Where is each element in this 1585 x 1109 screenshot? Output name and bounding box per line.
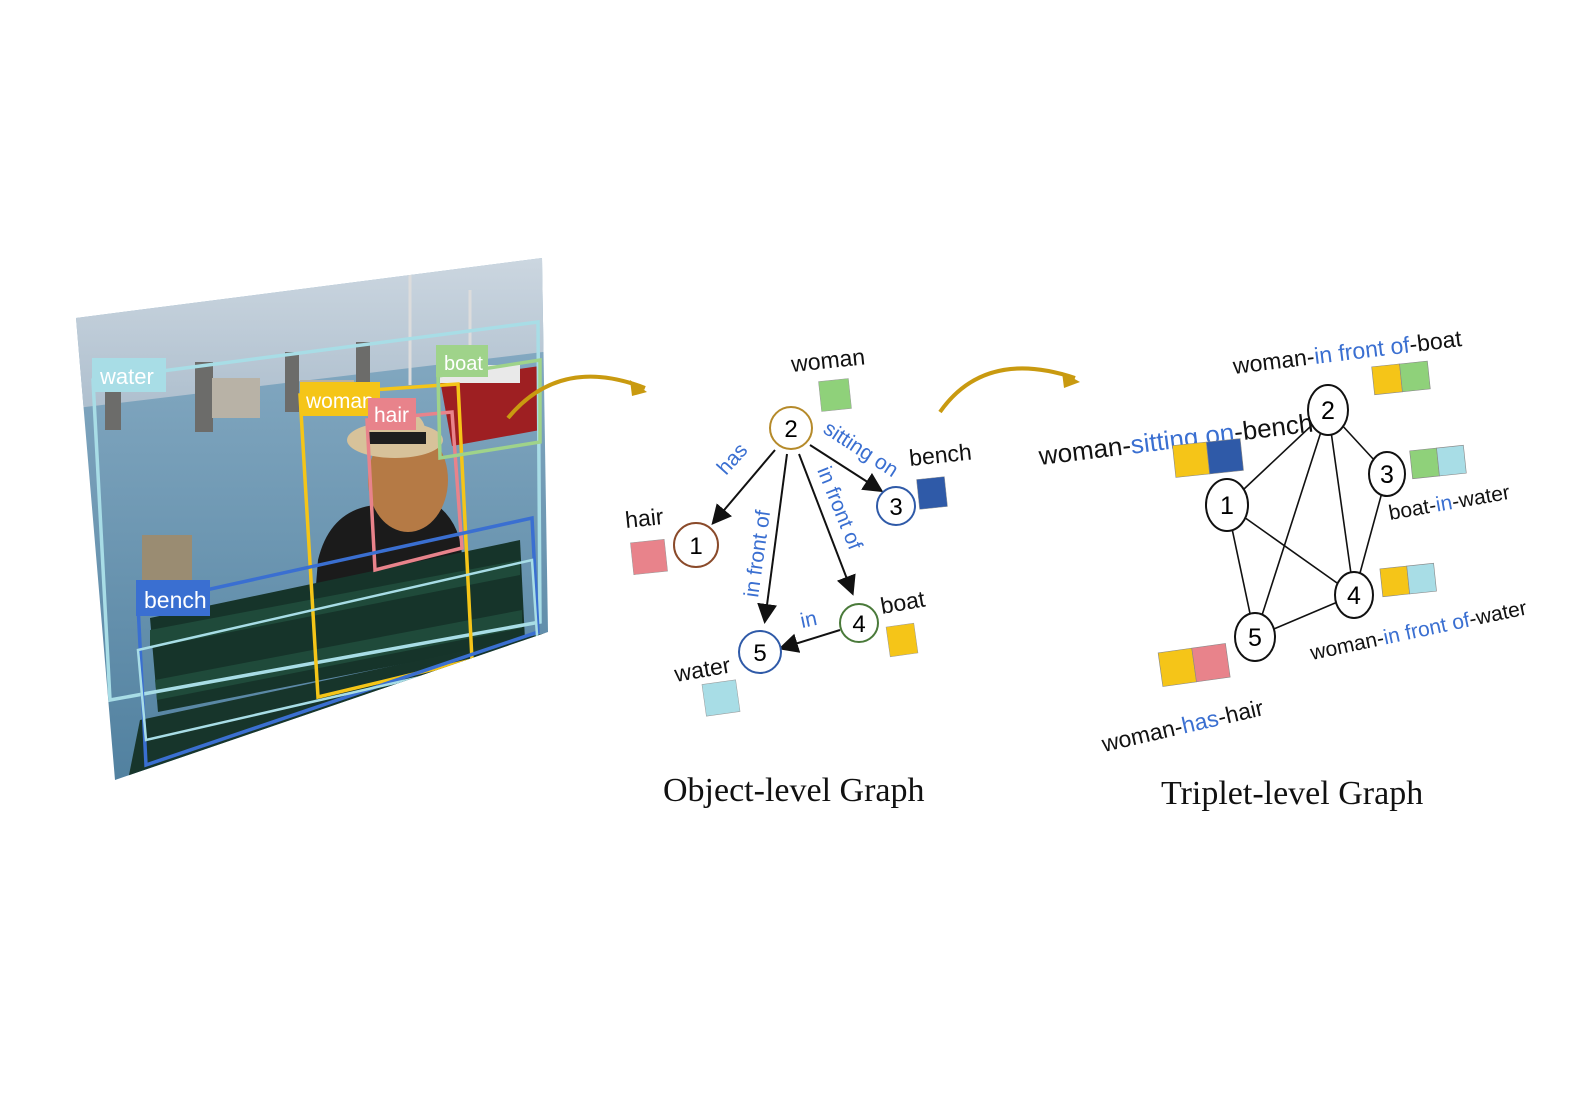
edge-label-has: has (713, 439, 753, 480)
triplet-3-object: water (1473, 597, 1529, 630)
object-node-1: 1 (689, 533, 702, 560)
object-nodes: 1 2 3 4 5 (673, 406, 916, 674)
edge-2-3 (809, 444, 884, 493)
triplet-1-subject: woman (1230, 344, 1308, 379)
arrowhead-2 (1062, 372, 1080, 388)
triplet-node-1: 1 (1220, 492, 1234, 520)
chip-water (701, 679, 741, 717)
photo-label-hair: hair (374, 404, 409, 427)
object-edges (711, 444, 884, 653)
hair-box (365, 410, 464, 573)
arrow-photo-to-object (506, 374, 646, 420)
triplet-node-2: 2 (1321, 397, 1335, 425)
triplet-node-5: 5 (1248, 624, 1262, 652)
boat-box (436, 357, 542, 461)
object-node-2: 2 (784, 416, 797, 443)
triplet-nodes: 1 2 3 4 5 (1205, 384, 1406, 662)
triplet-2-subject: boat (1387, 495, 1431, 525)
t-edge-2-4 (1327, 409, 1355, 596)
chip-hair (630, 539, 668, 575)
object-label-boat: boat (878, 585, 927, 618)
object-label-hair: hair (624, 503, 665, 533)
object-graph-caption: Object-level Graph (663, 772, 925, 809)
photo-label-boat: boat (444, 353, 483, 375)
chips-in-front-of-water (1379, 562, 1437, 598)
edge-2-4 (798, 453, 856, 596)
chip-bench (916, 476, 948, 510)
triplet-graph-caption: Triplet-level Graph (1161, 775, 1424, 812)
triplet-level-graph: 1 2 3 4 5 woman-sitting on-bench woman-i… (1036, 325, 1529, 757)
t-edge-2-5 (1254, 409, 1329, 638)
triplet-4-predicate: has (1179, 705, 1221, 739)
triplet-label-has-hair: woman-has-hair (1098, 694, 1266, 757)
edge-2-5 (757, 453, 788, 624)
triplet-1-object: boat (1415, 325, 1463, 356)
triplet-3-predicate: in front of (1381, 609, 1472, 650)
object-level-graph: has sitting on in front of in front of i… (624, 343, 973, 717)
object-node-labels: hair woman bench boat water (624, 343, 973, 687)
object-label-woman: woman (789, 343, 866, 377)
object-color-chips (630, 378, 948, 717)
triplet-0-subject: woman (1036, 431, 1124, 471)
triplet-4-object: hair (1223, 694, 1267, 728)
t-edge-1-4 (1226, 504, 1355, 596)
arrow-object-to-triplet (938, 366, 1076, 414)
photo-label-water: water (99, 364, 154, 389)
edge-label-in: in (798, 607, 819, 633)
chips-sitting-on (1172, 438, 1244, 478)
photo-content: water woman hair boat bench (76, 258, 548, 780)
triplet-1-predicate: in front of (1313, 331, 1412, 369)
triplet-3-subject: woman (1307, 628, 1379, 665)
photo-labels: water woman hair boat bench (92, 345, 488, 616)
object-label-bench: bench (908, 439, 973, 471)
photo-label-woman: woman (305, 390, 374, 413)
triplet-node-4: 4 (1347, 582, 1361, 610)
edge-4-5 (778, 629, 841, 653)
chips-boat-in-water (1409, 444, 1467, 480)
triplet-node-3: 3 (1380, 461, 1394, 489)
chips-has-hair (1157, 643, 1231, 687)
arrowhead-1 (630, 380, 647, 396)
chips-in-front-of-boat (1371, 360, 1431, 396)
object-node-5: 5 (753, 640, 766, 667)
triplet-labels: woman-sitting on-bench woman-in front of… (1036, 325, 1529, 757)
photo-label-bench: bench (144, 587, 207, 613)
object-edge-labels: has sitting on in front of in front of i… (713, 417, 903, 633)
triplet-2-object: water (1456, 481, 1512, 513)
chip-boat (885, 622, 919, 658)
water-box (91, 320, 542, 703)
triplet-4-subject: woman (1098, 715, 1177, 757)
edge-2-1 (711, 449, 776, 526)
triplet-0-object: bench (1241, 408, 1315, 446)
triplet-label-boat-in-water: boat-in-water (1387, 481, 1512, 525)
object-node-4: 4 (852, 611, 865, 638)
triplet-2-predicate: in (1434, 491, 1454, 516)
object-node-3: 3 (889, 494, 902, 521)
chip-woman (818, 378, 852, 412)
triplet-color-chips (1157, 360, 1467, 687)
